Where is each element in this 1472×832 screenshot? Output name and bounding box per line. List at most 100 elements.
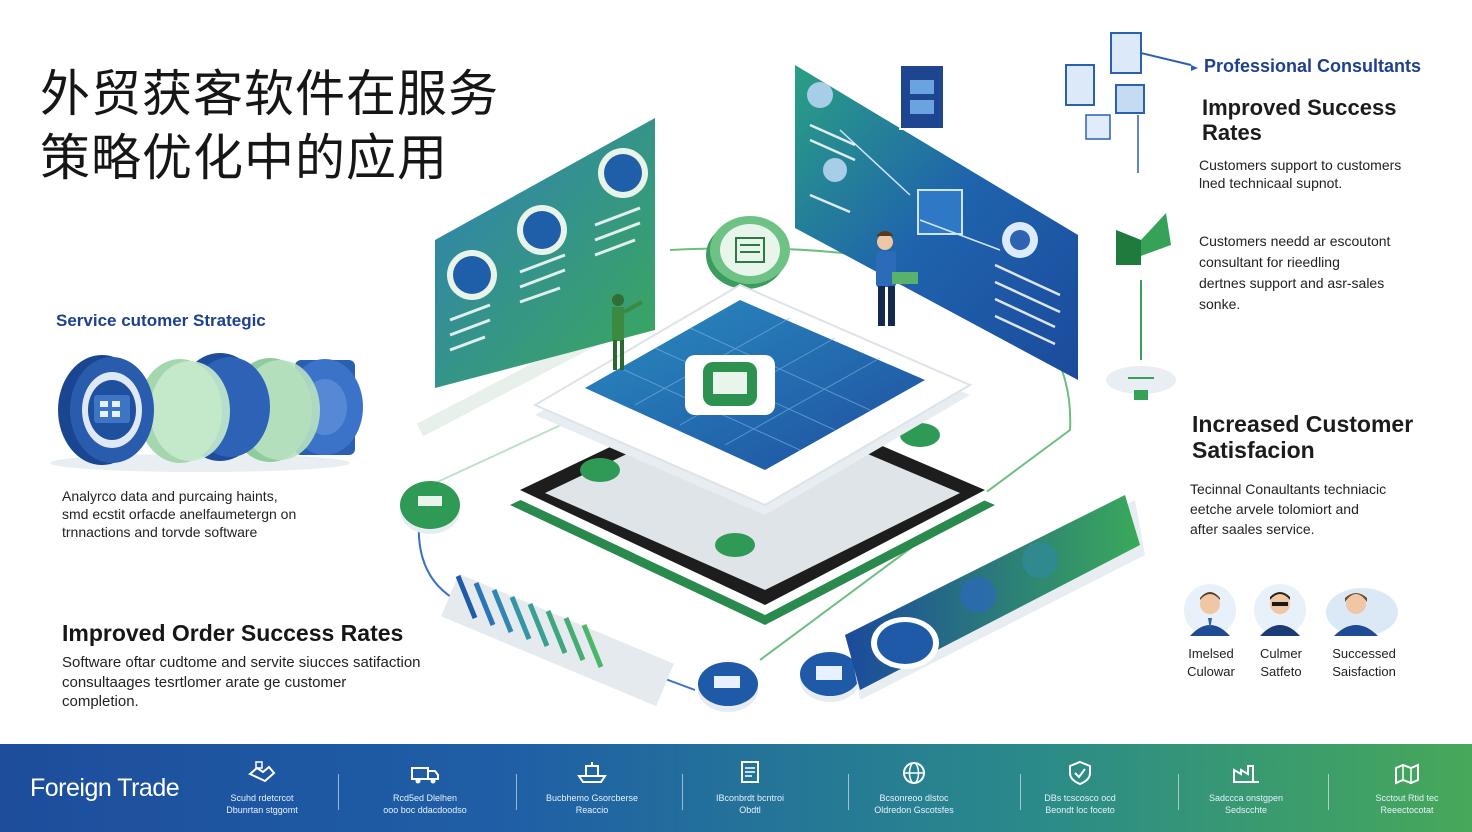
ship-icon xyxy=(577,762,607,783)
order-success-heading: Improved Order Success Rates xyxy=(62,620,404,646)
success-heading-line: Rates xyxy=(1202,120,1262,146)
footer-item-document: IBconbrdt bcntroi Obdtl xyxy=(685,760,815,820)
technical-text: Tecinnal Conaultants techniacic eetche a… xyxy=(1190,479,1386,539)
footer-caption: Scuhd rdetcrcot xyxy=(230,793,294,803)
handshake-icon xyxy=(248,761,276,783)
footer-item-factory: Sadccca onstgpen Sedscchte xyxy=(1181,760,1311,820)
footer-item-shield: DBs tcscosco ocd Beondt loc foceto xyxy=(1015,760,1145,820)
footer-caption: Rcd5ed Dlelhen xyxy=(392,793,458,803)
footer-caption: IBconbrdt bcntroi xyxy=(715,793,785,803)
footer-divider xyxy=(682,774,683,810)
footer-caption: ooo boc ddacdoodso xyxy=(383,805,467,815)
needs-line: sonke. xyxy=(1199,296,1241,312)
avatar-caption-line: Culowar xyxy=(1187,664,1235,679)
factory-icon xyxy=(1233,765,1259,783)
success-heading: Improved Success Rates xyxy=(1202,95,1396,146)
analysis-text: Analyrco data and purcaing haints, smd e… xyxy=(62,487,362,542)
disc-green-front xyxy=(138,359,230,463)
footer-caption: Dbunrtan stggomt xyxy=(226,805,298,815)
document-icon xyxy=(741,761,759,783)
footer-divider xyxy=(516,774,517,810)
footer-caption: Sadccca onstgpen xyxy=(1208,793,1284,803)
avatar-3 xyxy=(1326,588,1398,636)
footer-divider xyxy=(1020,774,1021,810)
isometric-platform-illustration xyxy=(400,64,1145,712)
order-line: consultaages tesrtlomer arate ge custome… xyxy=(62,673,347,691)
needs-line: dertnes support and asr-sales xyxy=(1199,275,1385,291)
left-dashboard-panel xyxy=(435,118,655,388)
footer-item-globe: Bcsonreoo dlstoc Oldredon Gscotsfes xyxy=(849,760,979,820)
avatar-caption-2: Culmer Satfeto xyxy=(1236,645,1326,681)
order-line: completion. xyxy=(62,693,139,710)
footer-item-truck: Rcd5ed Dlelhen ooo boc ddacdoodso xyxy=(360,760,490,820)
disc-blue-front xyxy=(58,355,154,465)
footer-caption: Bucbhemo Gsorcberse xyxy=(545,793,639,803)
footer-divider xyxy=(848,774,849,810)
footer-item-map: Scctout Rtid tec Reeectocotat xyxy=(1342,760,1472,820)
footer-divider xyxy=(338,774,339,810)
avatar-2 xyxy=(1254,584,1306,636)
footer-caption: DBs tcscosco ocd xyxy=(1044,793,1116,803)
footer-caption: Beondt loc foceto xyxy=(1045,805,1115,815)
strategy-cylinders xyxy=(50,353,363,472)
satisfaction-heading-line: Increased Customer xyxy=(1192,411,1414,437)
footer-bar: Foreign Trade Scuhd rdetcrcot Dbunrtan s… xyxy=(0,744,1472,832)
footer-item-ship: Bucbhemo Gsorcberse Reaccio xyxy=(527,760,657,820)
globe-icon xyxy=(903,762,925,784)
needs-line: Customers needd ar escoutont xyxy=(1199,233,1391,249)
platform-top xyxy=(532,283,973,515)
avatar-caption-line: Imelsed xyxy=(1188,646,1234,661)
needs-line: consultant for rieedling xyxy=(1199,254,1340,270)
support-line: lned technicaal supnot. xyxy=(1199,175,1343,192)
satisfaction-heading-line: Satisfacion xyxy=(1192,437,1315,464)
footer-caption: Obdtl xyxy=(739,805,761,815)
avatar-caption-line: Saisfaction xyxy=(1332,664,1396,679)
person-consultant xyxy=(876,231,918,326)
avatar-caption-line: Culmer xyxy=(1260,646,1302,661)
feature-banner-bar xyxy=(845,495,1145,700)
footer-item-handshake: Scuhd rdetcrcot Dbunrtan stggomt xyxy=(197,760,327,820)
avatar-caption-line: Satfeto xyxy=(1260,664,1302,679)
consultant-network-illustration xyxy=(1065,32,1198,400)
title-line-1: 外贸获客软件在服务 xyxy=(40,65,499,123)
technical-line: eetche arvele tolomiort and xyxy=(1190,501,1359,517)
footer-caption: Oldredon Gscotsfes xyxy=(874,805,954,815)
satisfaction-heading: Increased Customer Satisfacion xyxy=(1192,411,1413,464)
chart-bubble-icon xyxy=(400,481,460,534)
success-heading-line: Improved Success xyxy=(1202,95,1397,120)
footer-caption: Reaccio xyxy=(575,805,609,815)
needs-text: Customers needd ar escoutont consultant … xyxy=(1199,231,1390,315)
right-dashboard-panel xyxy=(795,64,1078,380)
footer-divider xyxy=(1178,774,1179,810)
consultants-label: Professional Consultants xyxy=(1204,56,1422,76)
order-success-text: Software oftar cudtome and servite siucc… xyxy=(62,653,482,712)
analysis-line: smd ecstit orfacde anelfaumetergn on xyxy=(62,506,297,523)
support-text: Customers support to customers lned tech… xyxy=(1199,156,1401,192)
technical-line: after saales service. xyxy=(1190,521,1315,537)
truck-icon xyxy=(411,767,439,784)
order-line: Software oftar cudtome and servite siucc… xyxy=(62,654,421,671)
striped-progress-ramp xyxy=(441,573,674,707)
footer-caption: Sedscchte xyxy=(1224,805,1268,815)
analysis-line: Analyrco data and purcaing haints, xyxy=(62,488,278,504)
strategy-label: Service cutomer Strategic xyxy=(56,311,266,330)
footer-caption: Scctout Rtid tec xyxy=(1375,793,1439,803)
footer-caption: Bcsonreoo dlstoc xyxy=(879,793,949,803)
map-icon xyxy=(1395,763,1419,785)
avatar-caption-1: Imelsed Culowar xyxy=(1166,645,1256,681)
person-standing-left xyxy=(612,294,643,370)
avatar-caption-3: Successed Saisfaction xyxy=(1319,645,1409,681)
page-title: 外贸获客软件在服务 策略优化中的应用 xyxy=(40,62,499,190)
support-line: Customers support to customers xyxy=(1199,157,1402,173)
technical-line: Tecinnal Conaultants techniacic xyxy=(1190,481,1387,497)
document-coin-icon xyxy=(706,216,790,289)
avatar-1 xyxy=(1184,584,1236,636)
avatar-caption-line: Successed xyxy=(1332,646,1396,661)
footer-brand: Foreign Trade xyxy=(30,774,180,802)
title-line-2: 策略优化中的应用 xyxy=(40,129,448,187)
truck-bubble-icon xyxy=(698,662,758,712)
analysis-line: trnnactions and torvde software xyxy=(62,524,258,541)
footer-divider xyxy=(1328,774,1329,810)
card-bubble-icon xyxy=(800,652,860,702)
shield-icon xyxy=(1069,760,1091,786)
